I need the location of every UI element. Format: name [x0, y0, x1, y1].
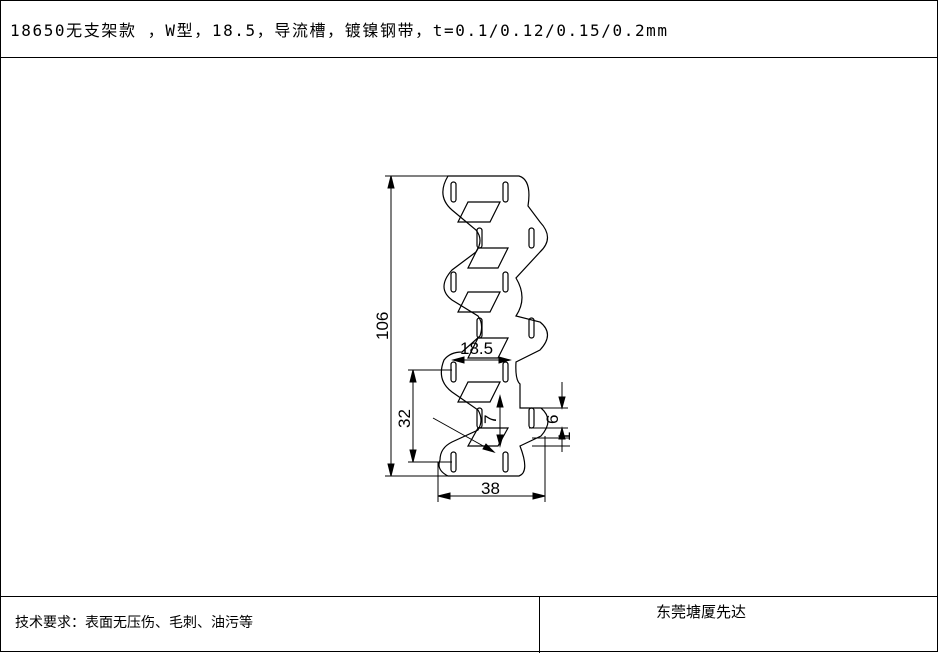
title-block-divider: [539, 597, 540, 653]
technical-requirements: 技术要求：表面无压伤、毛刺、油污等: [15, 615, 253, 631]
dim-total-height: 106: [373, 312, 392, 340]
dim-inner-gap: 7: [481, 415, 500, 424]
flow-holes: [457, 201, 510, 447]
dim-pitch-height: 32: [395, 409, 414, 428]
strip-outline: [438, 175, 549, 477]
company-name: 东莞塘厦先达: [656, 603, 747, 621]
title-bar: 18650无支架款 ，W型，18.5，导流槽，镀镍钢带，t=0.1/0.12/0…: [0, 0, 938, 58]
dim-slot-width: 1: [555, 432, 574, 441]
drawing-title: 18650无支架款 ，W型，18.5，导流槽，镀镍钢带，t=0.1/0.12/0…: [10, 21, 669, 40]
dimension-labels: 106 32 18.5 38 7 6 1: [373, 312, 574, 498]
dim-slot-length: 6: [543, 415, 562, 424]
dim-total-width: 38: [481, 479, 500, 498]
dimension-lines: [385, 175, 570, 502]
title-block: 技术要求：表面无压伤、毛刺、油污等 东莞塘厦先达: [0, 596, 938, 653]
dim-pitch-width: 18.5: [460, 339, 493, 358]
part-outline: [438, 175, 549, 477]
